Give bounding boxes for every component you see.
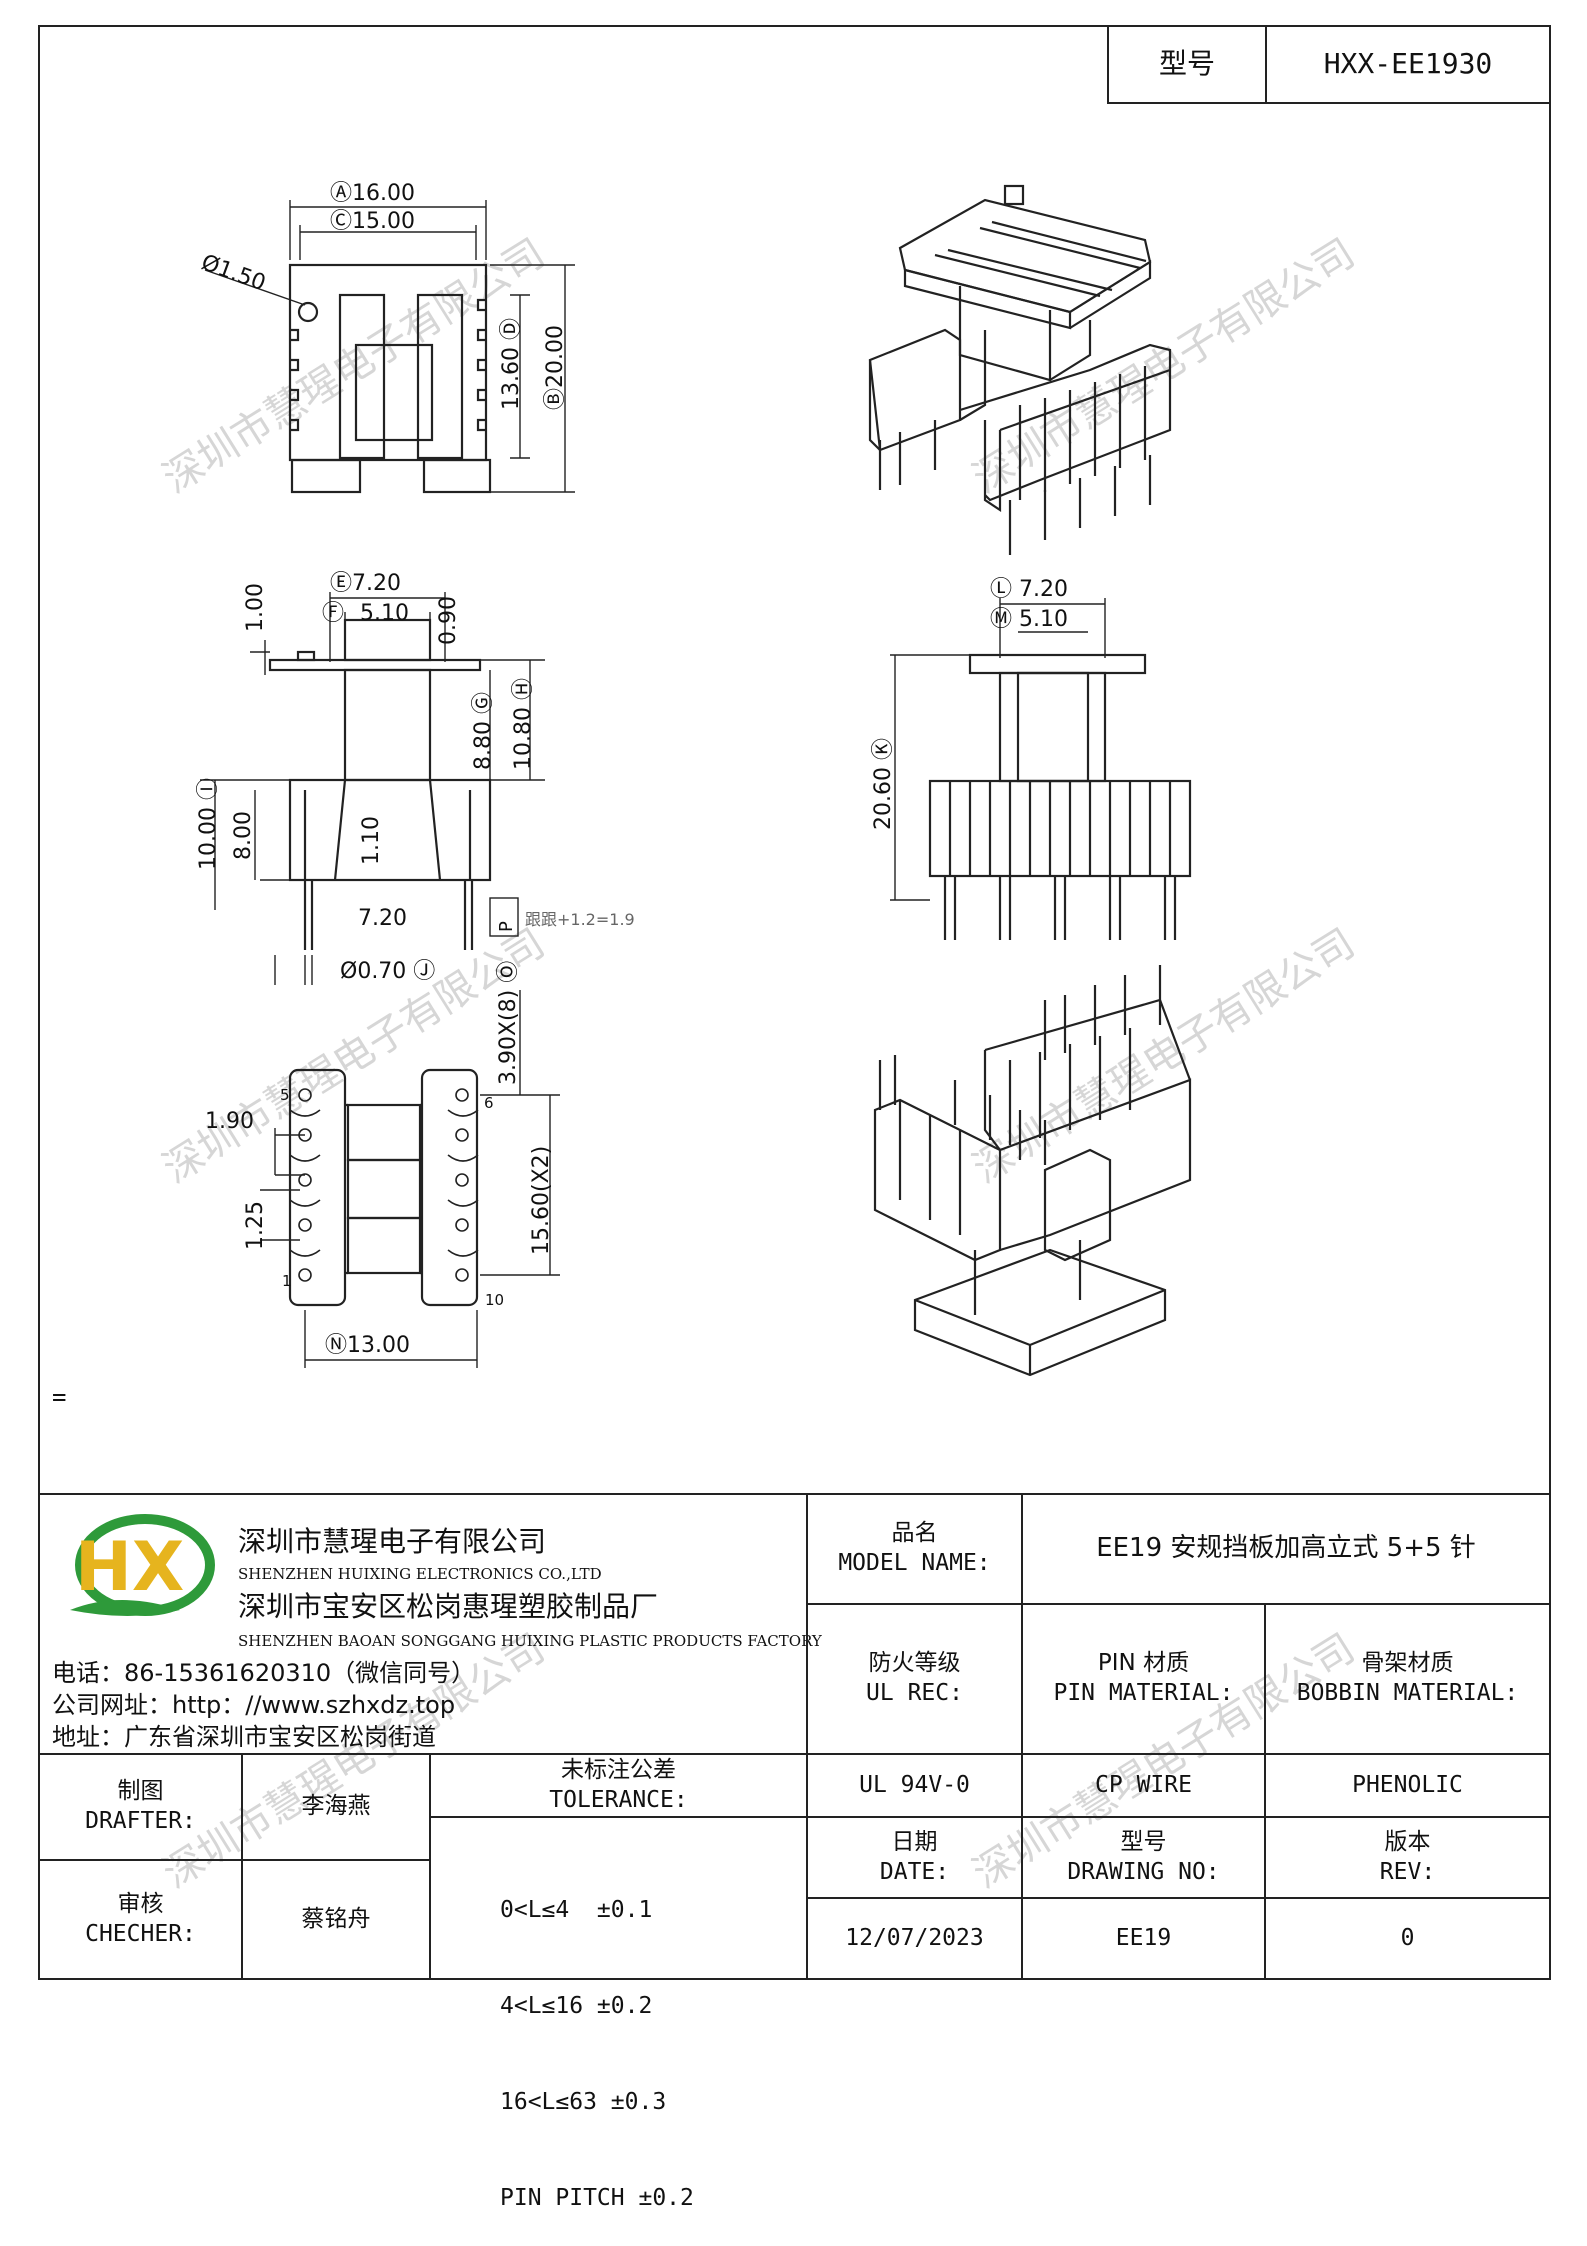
pin-6-label: 6	[484, 1094, 494, 1112]
factory-name-en: SHENZHEN BAOAN SONGGANG HUIXING PLASTIC …	[238, 1632, 822, 1650]
dim-a: Ⓐ16.00	[330, 181, 415, 206]
dim-f: Ⓕ	[322, 601, 344, 626]
isometric-view-bottom	[873, 965, 1192, 1377]
bobbin-material-value: PHENOLIC	[1264, 1753, 1551, 1818]
dim-k: 20.60 Ⓚ	[871, 738, 896, 830]
company-logo: HX	[70, 1514, 215, 1616]
dim-pin: Ø0.70 Ⓙ	[340, 959, 435, 984]
factory-name-cn: 深圳市宝安区松岗惠瑆塑胶制品厂	[238, 1590, 659, 1623]
dim-1560: 15.60(X2)	[529, 1146, 554, 1255]
dim-hole: Ø1.50	[198, 250, 269, 296]
dim-l: Ⓛ 7.20	[990, 577, 1068, 602]
dim-p: P	[496, 921, 517, 932]
pin-1-label: 1	[282, 1272, 292, 1290]
model-name-value: EE19 安规挡板加高立式 5+5 针	[1021, 1493, 1551, 1605]
technical-drawing: Ⓐ16.00 Ⓒ15.00 Ø1.50 13.60 Ⓓ Ⓑ20.00 Ⓔ7.20…	[196, 181, 1192, 1377]
pin-10-label: 10	[485, 1291, 504, 1309]
isometric-view-top	[868, 184, 1172, 555]
rev-value: 0	[1264, 1897, 1551, 1980]
dim-190: 1.90	[205, 1109, 254, 1134]
tolerance-line: PIN PITCH ±0.2	[500, 2185, 694, 2211]
tolerance-line: 16<L≤63 ±0.3	[500, 2089, 667, 2115]
top-view	[204, 200, 575, 494]
dim-c: Ⓒ15.00	[330, 209, 415, 234]
checker-name: 蔡铭舟	[241, 1859, 431, 1980]
drafter-name: 李海燕	[241, 1753, 431, 1861]
model-value: HXX-EE1930	[1265, 25, 1551, 104]
pin-material-value: CP WIRE	[1021, 1753, 1266, 1818]
company-name-cn: 深圳市慧瑆电子有限公司	[238, 1525, 547, 1558]
dim-d: 13.60 Ⓓ	[499, 318, 524, 410]
dim-800: 8.00	[231, 811, 256, 860]
date-value: 12/07/2023	[806, 1897, 1023, 1980]
dim-f-val: 5.10	[360, 601, 409, 626]
dim-m: Ⓜ 5.10	[990, 607, 1068, 632]
dim-b: Ⓑ20.00	[543, 325, 568, 410]
logo-text: HX	[75, 1528, 184, 1607]
bottom-view	[260, 990, 560, 1368]
dim-125: 1.25	[243, 1201, 268, 1250]
tolerance-lines: 0<L≤4 ±0.1 4<L≤16 ±0.2 16<L≤63 ±0.3 PIN …	[500, 1830, 694, 2246]
company-address: 地址：广东省深圳市宝安区松岗街道	[52, 1723, 436, 1751]
tolerance-line: 4<L≤16 ±0.2	[500, 1993, 653, 2019]
dim-i: 10.00 Ⓘ	[196, 778, 221, 870]
dim-110: 1.10	[359, 816, 384, 865]
side-note: 跟跟+1.2=1.9	[525, 910, 635, 929]
ul-value: UL 94V-0	[806, 1753, 1023, 1818]
dim-720b: 7.20	[358, 906, 407, 931]
front-view	[890, 598, 1192, 940]
dim-090: 0.90	[436, 596, 461, 645]
pin-5-label: 5	[280, 1086, 290, 1104]
side-view	[200, 592, 545, 985]
company-name-en: SHENZHEN HUIXING ELECTRONICS CO.,LTD	[238, 1565, 602, 1583]
company-phone: 电话：86-15361620310（微信同号）	[52, 1659, 476, 1687]
drawing-no-value: EE19	[1021, 1897, 1266, 1980]
dim-n: Ⓝ13.00	[325, 1333, 410, 1358]
dim-o: 3.90X(8) Ⓞ	[496, 961, 521, 1085]
dim-e: Ⓔ7.20	[330, 571, 401, 596]
dim-h: 10.80 Ⓗ	[511, 678, 536, 770]
company-website: 公司网址：http：//www.szhxdz.top	[52, 1691, 456, 1719]
tolerance-line: 0<L≤4 ±0.1	[500, 1897, 653, 1923]
dim-g: 8.80 Ⓖ	[471, 692, 496, 770]
dim-100: 1.00	[243, 583, 268, 632]
misc-mark: =	[52, 1383, 67, 1411]
